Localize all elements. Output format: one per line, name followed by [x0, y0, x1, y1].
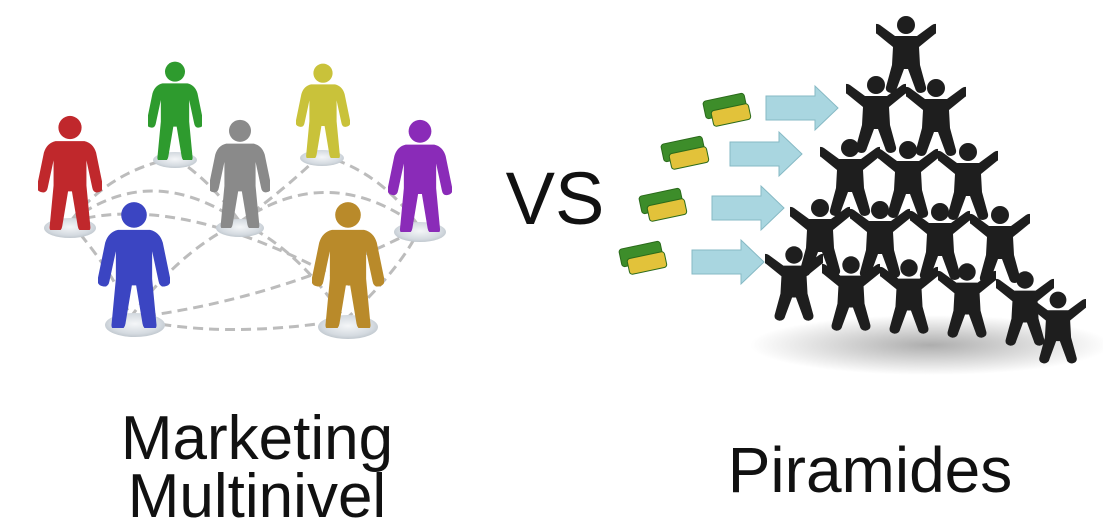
mlm-title-line1: Marketing	[120, 404, 394, 473]
mlm-title-line2: Multinivel	[127, 462, 387, 531]
network-people	[38, 61, 452, 328]
green-person-icon	[148, 61, 202, 160]
money-arrows	[618, 84, 839, 286]
pyramid-people	[765, 16, 1086, 364]
yellow-person-icon	[296, 63, 350, 158]
person-icon	[765, 246, 823, 321]
purple-person-icon	[388, 119, 452, 232]
pyramid-title: Piramides	[727, 434, 1013, 506]
person-icon	[970, 206, 1030, 283]
money-icon	[618, 92, 752, 275]
gold-person-icon	[312, 202, 384, 328]
vs-label: VS	[505, 157, 605, 240]
arrow-icon	[691, 84, 839, 286]
red-person-icon	[38, 115, 102, 230]
gray-person-icon	[210, 119, 270, 228]
